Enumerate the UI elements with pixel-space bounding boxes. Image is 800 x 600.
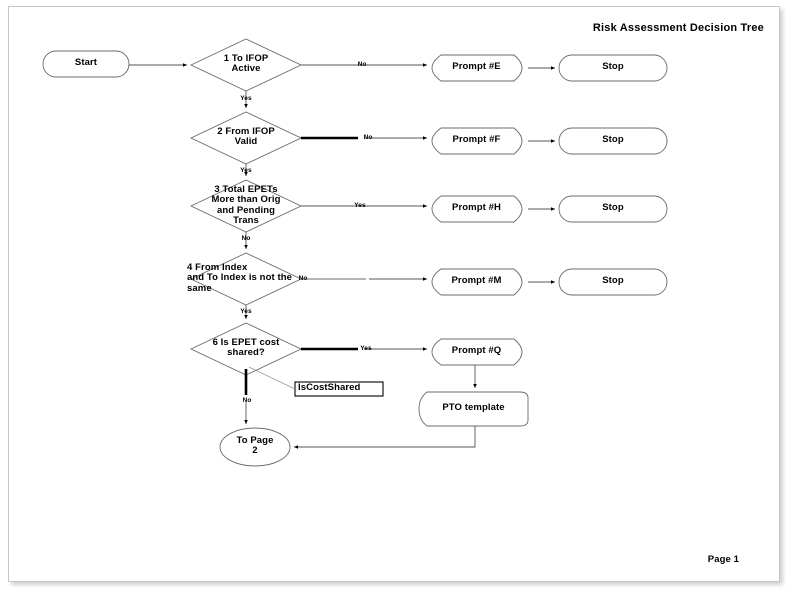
node-label-prompt-f: Prompt #F [452,134,501,145]
node-label-pto-template: PTO template [442,402,505,413]
diagram-title: Risk Assessment Decision Tree [592,22,764,34]
node-label-decision-3: 3 Total EPETs More than Orig and Pending… [211,184,281,226]
edge-label-d2-no: No [363,134,373,141]
edge-label-d2-yes: Yes [240,167,252,174]
node-label-stop-1: Stop [602,61,624,72]
shape-stop-2 [558,127,668,155]
edge-label-d3-no: No [241,235,251,242]
node-label-prompt-h: Prompt #H [452,202,501,213]
edge-label-d4-yes: Yes [240,308,252,315]
document-page: Risk Assessment Decision Tree Start 1 To… [8,6,780,582]
annotation-leader-line [248,366,296,390]
shape-pto-template [418,391,529,427]
edge-label-d1-yes: Yes [240,95,252,102]
shape-start [42,50,130,78]
node-label-to-page-2: To Page 2 [236,435,274,457]
node-label-prompt-m: Prompt #M [451,275,502,286]
node-label-decision-6: 6 Is EPET cost shared? [212,337,280,359]
shape-to-page-2 [219,427,291,467]
node-label-decision-1: 1 To IFOP Active [223,53,269,75]
node-label-stop-3: Stop [602,202,624,213]
shape-prompt-e [431,54,523,82]
edge-label-d4-no: No [298,275,308,282]
node-label-stop-4: Stop [602,275,624,286]
shape-stop-1 [558,54,668,82]
edge-pto-to-page2 [294,426,476,449]
shape-prompt-f [431,127,523,155]
node-label-prompt-q: Prompt #Q [451,345,502,356]
node-label-start: Start [74,57,98,68]
flowchart-canvas [42,38,668,467]
node-label-prompt-e: Prompt #E [452,61,501,72]
node-label-decision-4: 4 From Index and To Index is not the sam… [187,262,293,294]
node-label-decision-2: 2 From IFOP Valid [217,126,275,148]
shape-prompt-q [431,338,523,366]
shape-prompt-m [431,268,523,296]
node-label-stop-2: Stop [602,134,624,145]
shape-prompt-h [431,195,523,223]
edge-label-d6-yes: Yes [360,345,372,352]
edge-label-d3-yes: Yes [354,202,366,209]
page-number: Page 1 [707,554,739,565]
annotation-label-iscostshared: IsCostShared [298,382,361,393]
shape-stop-4 [558,268,668,296]
edge-label-d6-no: No [242,397,252,404]
edge-label-d1-no: No [357,61,367,68]
shape-stop-3 [558,195,668,223]
